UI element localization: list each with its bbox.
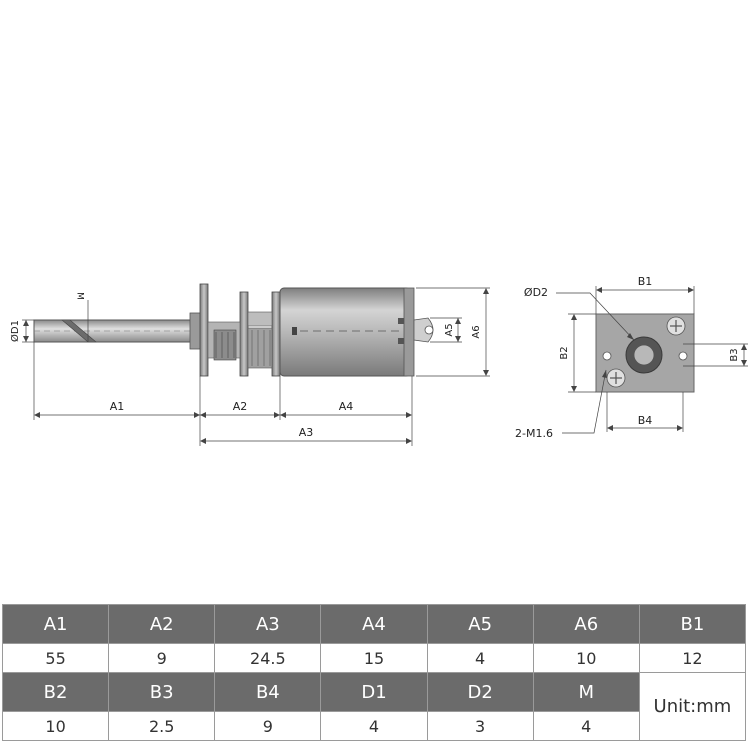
table-header-cell: B2 <box>1 672 110 712</box>
gearbox-plate <box>239 291 249 377</box>
table-row: 10 2.5 9 4 3 4 <box>1 711 746 741</box>
terminal-tab <box>413 317 434 343</box>
table-header-row: A1 A2 A3 A4 A5 A6 B1 <box>1 604 747 644</box>
table-cell: 4 <box>426 643 534 673</box>
label-a6: A6 <box>471 325 482 338</box>
label-m: M <box>75 292 85 300</box>
table-header-cell: A2 <box>108 604 216 644</box>
side-dimensions <box>22 287 490 446</box>
label-a3: A3 <box>299 426 314 439</box>
table-header-cell: M <box>532 672 640 712</box>
unit-cell: Unit:mm <box>638 672 747 741</box>
table-cell: 55 <box>1 643 110 673</box>
label-mount-holes: 2-M1.6 <box>515 427 553 440</box>
label-a2: A2 <box>233 400 248 413</box>
table-cell: 2.5 <box>108 711 216 741</box>
table-cell: 4 <box>320 711 428 741</box>
dimension-table: A1 A2 A3 A4 A5 A6 B1 55 9 24.5 15 4 10 1… <box>1 604 747 741</box>
gear-train <box>207 311 273 369</box>
motor-can <box>279 287 411 377</box>
front-dimensions <box>556 286 748 434</box>
label-d2: ØD2 <box>524 286 548 299</box>
table-cell: 9 <box>214 711 322 741</box>
dimension-arrows <box>23 288 489 444</box>
table-row: 55 9 24.5 15 4 10 12 <box>1 643 747 673</box>
label-b4: B4 <box>638 414 653 427</box>
table-header-cell: A1 <box>1 604 110 644</box>
table-header-cell: B1 <box>638 604 747 644</box>
table-cell: 15 <box>320 643 428 673</box>
table-cell: 3 <box>426 711 534 741</box>
label-b2: B2 <box>559 346 570 359</box>
table-cell: 24.5 <box>214 643 322 673</box>
label-b3: B3 <box>729 348 740 361</box>
label-a1: A1 <box>110 400 125 413</box>
mount-hole <box>602 351 612 361</box>
table-cell: 10 <box>532 643 640 673</box>
motor-side-view <box>33 283 434 377</box>
mount-hole <box>678 351 688 361</box>
screw-icon <box>666 316 686 336</box>
table-cell: 4 <box>532 711 640 741</box>
shaft-flat <box>61 319 97 343</box>
label-a5: A5 <box>444 323 455 336</box>
label-d1: ØD1 <box>9 320 21 342</box>
table-header-cell: D2 <box>426 672 534 712</box>
table-header-cell: B4 <box>214 672 322 712</box>
table-cell: 9 <box>108 643 216 673</box>
table-header-cell: D1 <box>320 672 428 712</box>
table-header-row: B2 B3 B4 D1 D2 M Unit:mm <box>1 672 747 741</box>
technical-drawing: ØD1 M A1 A2 A4 A3 A5 A6 <box>9 275 748 446</box>
screw-icon <box>606 368 626 388</box>
end-cap <box>403 287 415 377</box>
gearbox-plate <box>271 291 281 377</box>
table-header-cell: A6 <box>532 604 640 644</box>
table-header-cell: B3 <box>108 672 216 712</box>
table-header-cell: A3 <box>214 604 322 644</box>
table-cell: 10 <box>1 711 110 741</box>
label-a4: A4 <box>339 400 354 413</box>
table-cell: 12 <box>638 643 747 673</box>
face-plate-view <box>595 313 695 393</box>
front-arrows <box>571 287 747 431</box>
gearbox-plate <box>199 283 209 377</box>
label-b1: B1 <box>638 275 653 288</box>
table-header-cell: A4 <box>320 604 428 644</box>
table-header-cell: A5 <box>426 604 534 644</box>
